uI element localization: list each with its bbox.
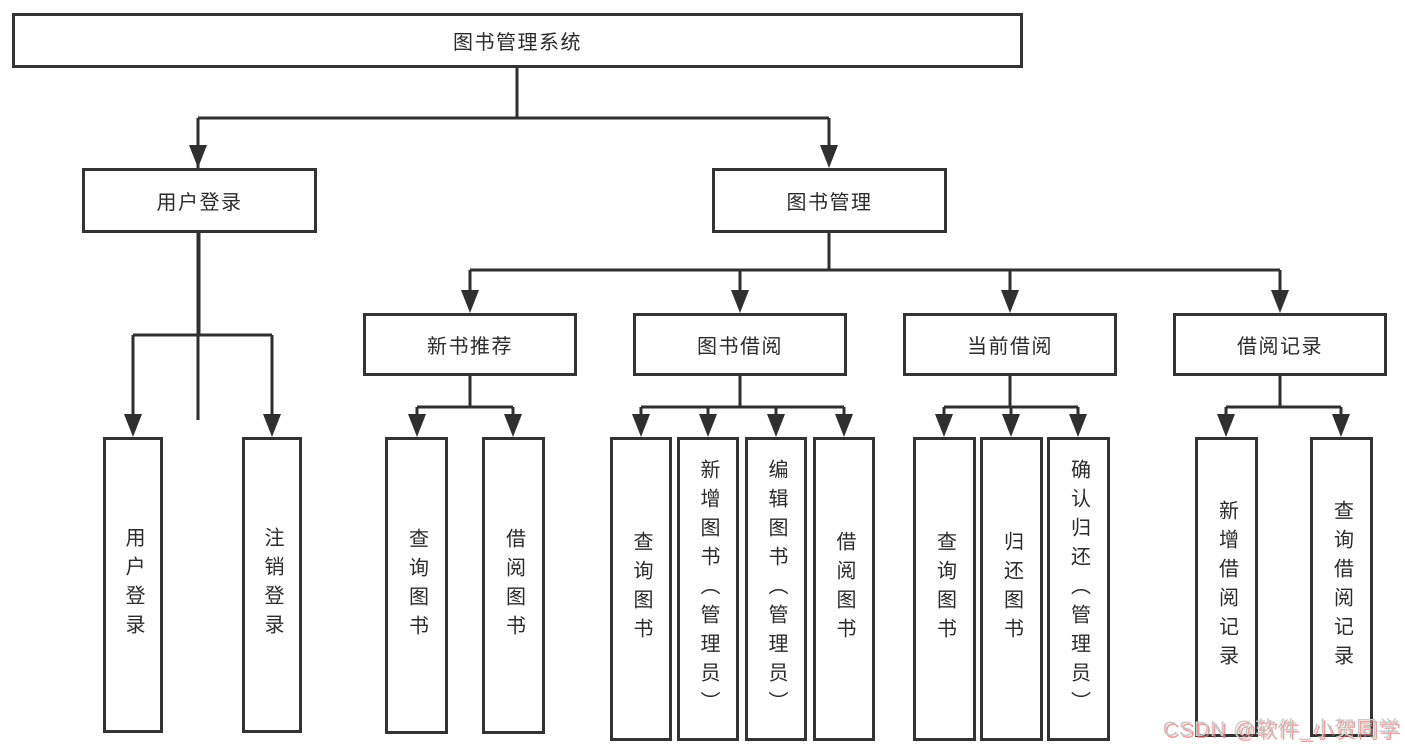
leaf-label: 新增图书（管理员） bbox=[697, 458, 719, 720]
leaf-label: 新增借阅记录 bbox=[1215, 500, 1238, 674]
node-book-management: 图书管理 bbox=[712, 168, 947, 233]
leaf-label: 查询图书 bbox=[405, 527, 428, 644]
leaf-query-borrow-record: 查询借阅记录 bbox=[1310, 437, 1373, 737]
leaf-label: 用户登录 bbox=[122, 527, 144, 643]
csdn-watermark: CSDN @软件_小贺同学 bbox=[1162, 718, 1400, 741]
node-label: 借阅记录 bbox=[1237, 336, 1323, 358]
node-current-borrowing: 当前借阅 bbox=[903, 313, 1117, 376]
leaf-borrow-books: 借阅图书 bbox=[482, 437, 545, 734]
node-label: 图书管理 bbox=[786, 192, 873, 214]
leaf-label: 注销登录 bbox=[261, 527, 283, 643]
node-book-borrowing: 图书借阅 bbox=[633, 313, 847, 376]
node-label: 图书借阅 bbox=[697, 336, 783, 358]
leaf-confirm-return-admin: 确认归还（管理员） bbox=[1047, 437, 1110, 741]
node-borrowing-records: 借阅记录 bbox=[1173, 313, 1387, 376]
leaf-label: 归还图书 bbox=[1000, 531, 1023, 647]
node-label: 当前借阅 bbox=[967, 336, 1053, 358]
leaf-query-books: 查询图书 bbox=[385, 437, 448, 734]
leaf-return-books: 归还图书 bbox=[980, 437, 1043, 741]
leaf-add-books-admin: 新增图书（管理员） bbox=[677, 437, 739, 741]
leaf-logout: 注销登录 bbox=[242, 437, 302, 733]
node-user-login: 用户登录 bbox=[82, 168, 317, 233]
leaf-label: 确认归还（管理员） bbox=[1067, 458, 1090, 720]
leaf-borrow-books: 借阅图书 bbox=[813, 437, 875, 741]
leaf-query-books: 查询图书 bbox=[610, 437, 672, 741]
leaf-label: 借阅图书 bbox=[833, 531, 855, 647]
node-label: 图书管理系统 bbox=[453, 32, 582, 54]
leaf-add-borrow-record: 新增借阅记录 bbox=[1195, 437, 1258, 737]
node-label: 用户登录 bbox=[156, 192, 243, 214]
node-label: 新书推荐 bbox=[427, 336, 513, 358]
node-library-management-system: 图书管理系统 bbox=[12, 13, 1023, 68]
leaf-label: 查询借阅记录 bbox=[1330, 500, 1353, 674]
leaf-label: 借阅图书 bbox=[502, 527, 525, 644]
leaf-label: 编辑图书（管理员） bbox=[765, 458, 787, 720]
leaf-label: 查询图书 bbox=[630, 531, 652, 647]
node-new-book-recommendation: 新书推荐 bbox=[363, 313, 577, 376]
leaf-label: 查询图书 bbox=[933, 531, 956, 647]
leaf-edit-books-admin: 编辑图书（管理员） bbox=[745, 437, 807, 741]
leaf-user-login: 用户登录 bbox=[103, 437, 163, 733]
leaf-query-books: 查询图书 bbox=[913, 437, 976, 741]
